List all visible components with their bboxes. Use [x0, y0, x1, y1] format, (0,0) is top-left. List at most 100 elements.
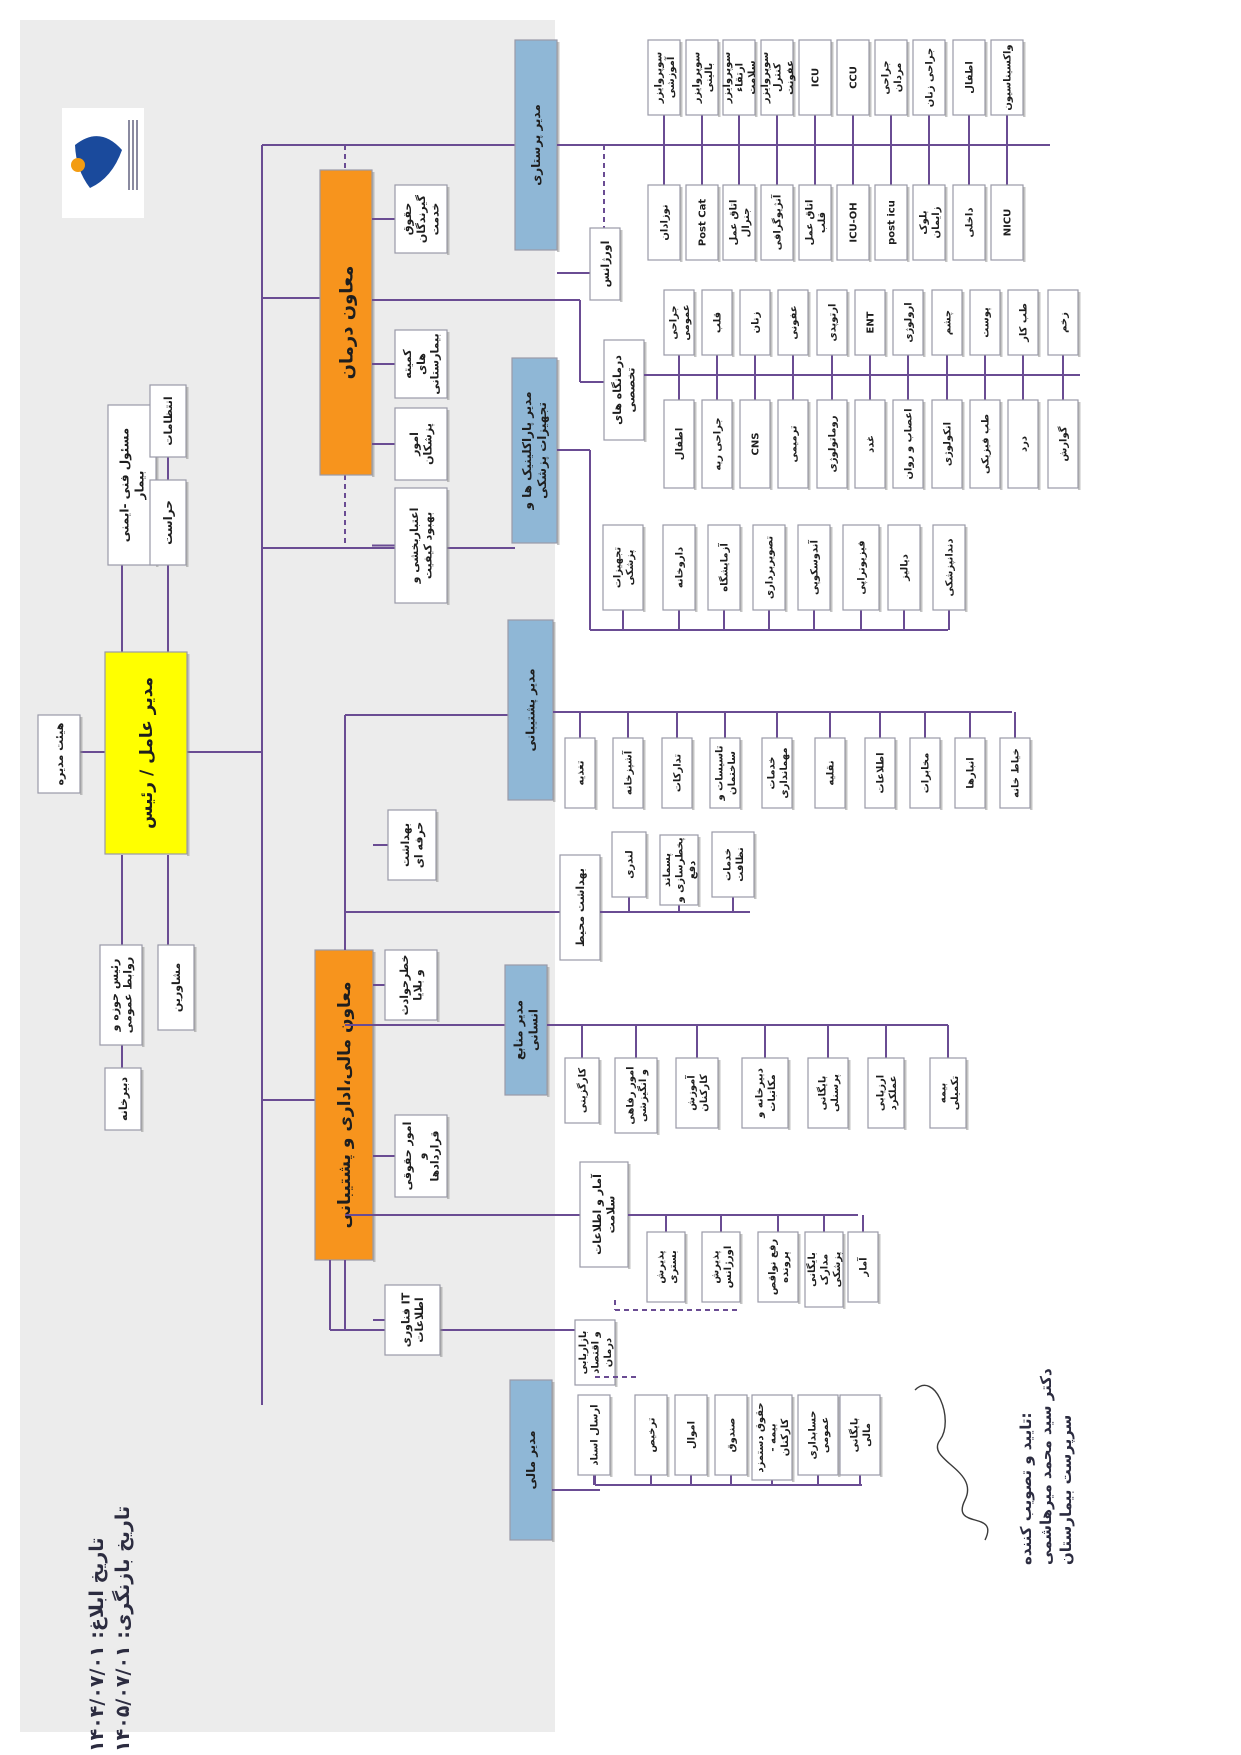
- clinic-bottom-2: طب فیزیکی: [969, 399, 1003, 490]
- public-relations-shadow: [142, 947, 145, 1047]
- public-relations-label-line: رئیس حوزه و: [108, 959, 121, 1033]
- support-unit-4-label-line: خدمات: [766, 757, 777, 790]
- nursing-unit-bottom-1-label: داخلی: [965, 208, 976, 238]
- nursing-unit-bottom-8-box: [685, 184, 719, 261]
- paraclinic-unit-7-label-line: پزشکی: [625, 549, 636, 585]
- clinic-top-9-shadow: [732, 292, 735, 357]
- stats-unit-4: آمار: [847, 1231, 881, 1304]
- clinic-bottom-7-label: ترمیمی: [789, 425, 800, 462]
- clinic-bottom-6-shadow: [847, 402, 850, 490]
- support-unit-7-label: مخابرات: [921, 753, 932, 794]
- clinic-bottom-0-shadow: [1078, 402, 1081, 490]
- finance-unit-list-2-label: اموال: [687, 1421, 698, 1449]
- paraclinic-unit-1-label-line: دیالیز: [900, 554, 911, 582]
- hr-unit-4-shadow: [848, 1060, 851, 1130]
- marketing-unit-label-line: درمان: [603, 1338, 614, 1367]
- specialist-clinics: درمانگاه هایتخصصی: [603, 339, 647, 442]
- finance-unit-list-1-label-line: ترخیص: [647, 1417, 658, 1452]
- hr-unit-2-label-line: کارکنان: [699, 1074, 710, 1112]
- support-unit-5-box: [814, 737, 846, 809]
- paraclinic-unit-7-box: [602, 524, 644, 611]
- nursing-unit-bottom-9-label: نوزادان: [660, 204, 671, 240]
- clinic-top-2-label: پوست: [981, 307, 992, 338]
- paraclinic-unit-6-box: [662, 524, 696, 611]
- nursing-unit-top-0-shadow: [1023, 42, 1026, 117]
- finance-unit-list-4-label-line: - بیمه: [768, 1423, 779, 1451]
- board-of-directors-shadow: [80, 717, 83, 795]
- finance-unit-list-0-shadow: [610, 1397, 613, 1477]
- clinic-top-8: زنان: [739, 289, 773, 357]
- finance-unit-list-1-label: ترخیص: [647, 1417, 658, 1452]
- support-unit-5-label: نقلیه: [826, 760, 837, 785]
- hr-unit-2-box: [675, 1057, 719, 1129]
- env-unit-1-label-line: پخطرسازی و: [675, 837, 686, 903]
- clinic-bottom-3: انکولوژی: [931, 399, 965, 490]
- clinic-top-0: زخم: [1047, 289, 1081, 357]
- stats-unit-1-shadow: [740, 1234, 743, 1304]
- finance-unit-0-label-line: و: [415, 1152, 428, 1160]
- clinic-top-2: پوست: [969, 289, 1003, 357]
- treatment-unit-2: امورپزشکان: [394, 407, 450, 482]
- treatment-unit-0-label-line: گیرندگان: [415, 194, 428, 243]
- clinic-top-9-label-line: قلب: [713, 312, 724, 333]
- nursing-unit-top-2-label: جراحی زنان: [925, 48, 936, 107]
- clinic-top-8-shadow: [770, 292, 773, 357]
- nursing-unit-bottom-6-label-line: آنژیوگرافی: [771, 194, 784, 250]
- clinic-bottom-10: اطفال: [663, 399, 697, 490]
- paraclinic-unit-6-label: داروخانه: [675, 547, 686, 588]
- finance-unit-1-label-line: و بلایا: [412, 969, 425, 1001]
- paraclinic-unit-7-shadow: [643, 527, 646, 612]
- finance-unit-list-2-box: [674, 1394, 708, 1476]
- support-unit-7-shadow: [940, 740, 943, 810]
- clinic-bottom-8-shadow: [770, 402, 773, 490]
- nursing-unit-top-2-shadow: [945, 42, 948, 117]
- hr-unit-3-label-line: مکاتبات: [767, 1074, 778, 1111]
- treatment-unit-2-shadow: [447, 410, 450, 482]
- clinic-top-3-shadow: [962, 292, 965, 357]
- clinic-bottom-6: روماتولوژی: [816, 399, 850, 490]
- signature-icon: [914, 1384, 989, 1541]
- nursing-unit-bottom-1-shadow: [985, 187, 988, 262]
- emergency-unit-box: [589, 227, 621, 301]
- stats-unit-0-label-line: بستری: [668, 1250, 679, 1283]
- nursing-unit-bottom-2-label-line: زایمان: [931, 206, 942, 238]
- finance-unit-0-label: امور حقوقیوقراردادها: [401, 1122, 442, 1191]
- support-unit-3-shadow: [740, 740, 743, 810]
- technical-safety-officer-label: مسئول فنی -ایمنیبیمار: [118, 428, 147, 542]
- nursing-unit-bottom-2-box: [912, 184, 946, 261]
- nursing-manager-label-line: مدیر پرستاری: [529, 104, 543, 186]
- nursing-unit-top-8-shadow: [718, 42, 721, 117]
- environmental-health-label: بهداشت محیط: [574, 868, 587, 947]
- finance-manager-box: [509, 1379, 553, 1541]
- nursing-unit-top-9-label-line: آموزشی: [664, 56, 677, 98]
- treatment-unit-2-box: [394, 407, 448, 481]
- treatment-unit-2-label-line: پزشکان: [422, 423, 435, 465]
- support-unit-8-box: [954, 737, 986, 809]
- nursing-unit-top-1-label-line: اطفال: [965, 61, 976, 93]
- support-manager-label: مدیر پشتیبانی: [524, 668, 538, 751]
- nursing-unit-bottom-9-label-line: نوزادان: [660, 204, 671, 240]
- specialist-clinics-box: [603, 339, 645, 441]
- paraclinic-unit-5-label-line: آزمایشگاه: [718, 543, 731, 592]
- finance-manager-label: مدیر مالی: [524, 1430, 538, 1489]
- nursing-unit-bottom-6-label: آنژیوگرافی: [771, 194, 784, 250]
- clinic-bottom-0-box: [1047, 399, 1079, 489]
- paraclinic-unit-6-label-line: داروخانه: [675, 547, 686, 588]
- nursing-unit-bottom-7-label-line: اتاق عمل: [728, 200, 739, 246]
- clinic-bottom-4-shadow: [923, 402, 926, 490]
- finance-unit-list-3-label-line: صندوق: [727, 1418, 738, 1453]
- marketing-unit-shadow: [615, 1322, 618, 1387]
- discipline-unit-shadow: [186, 387, 189, 459]
- clinic-top-10-shadow: [694, 292, 697, 357]
- treatment-unit-1-shadow: [447, 332, 450, 400]
- public-relations-label: رئیس حوزه وروابط عمومی: [108, 957, 135, 1033]
- nursing-unit-top-0-box: [990, 39, 1024, 116]
